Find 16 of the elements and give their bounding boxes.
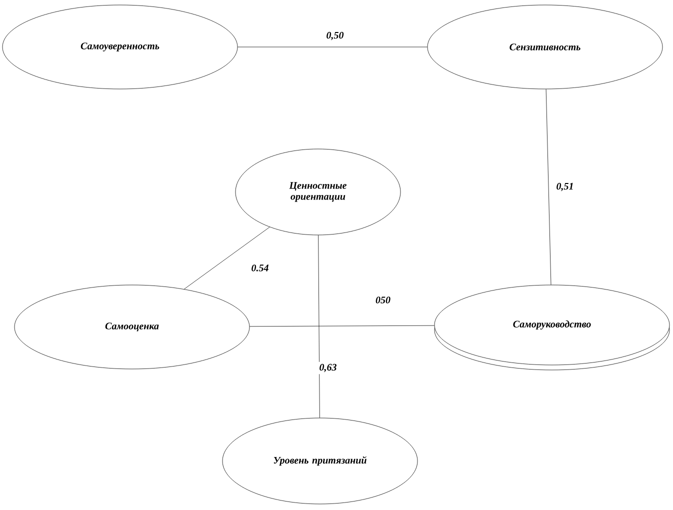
ellipse-node: Уровень притязаний (222, 418, 418, 504)
ellipse-node: Ценностные ориентации (235, 148, 401, 236)
edge-label: 0,50 (324, 30, 346, 42)
edge-label: 0.54 (249, 262, 271, 274)
ellipse-node: Сензитивность (427, 4, 663, 90)
edge-label: 0,51 (554, 180, 576, 194)
ellipse-node: Самооценка (14, 284, 250, 370)
connector-line (318, 234, 320, 418)
edge-label: 050 (374, 294, 392, 306)
connector-line (238, 46, 428, 48)
connector-line (250, 325, 435, 327)
ellipse-node: Саморуководство (434, 284, 670, 370)
ellipse-node: Самоуверенность (2, 4, 238, 90)
connector-line (546, 88, 552, 285)
connector-line (184, 226, 270, 290)
edge-label: 0,63 (317, 362, 339, 374)
